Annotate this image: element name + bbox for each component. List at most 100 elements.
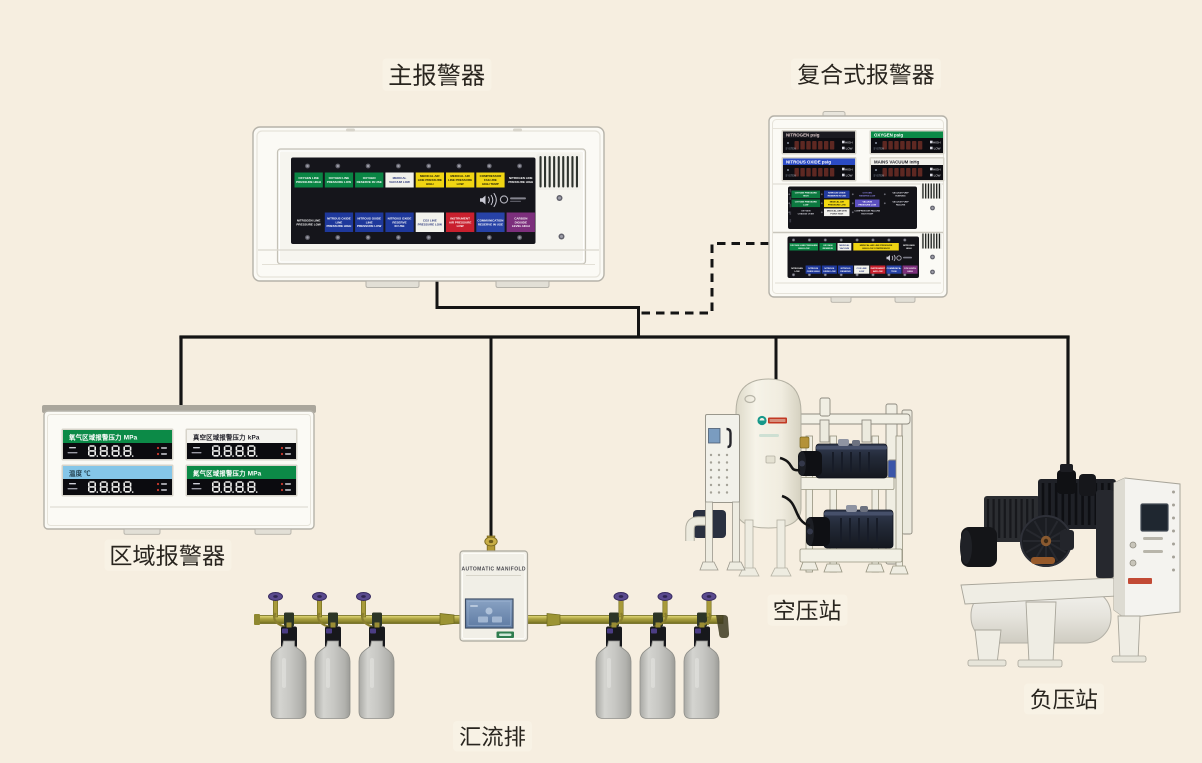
composite-b1-label: HIGH LOW COMPRESSOR [862,248,890,250]
pipe-elbow [686,517,708,541]
composite-meter-system: SYSTEM [874,174,885,178]
manifold-station [268,592,307,719]
composite-mid-label: PRESSURE LOW [858,205,877,207]
speaker-icon [480,192,497,208]
composite-mid-label: VACUUM PUMP [892,201,909,204]
vacuum-station [960,464,1181,668]
composite-b2-label: OXIDE LOW [823,271,836,273]
composite-mid-label: FAILURE [896,204,906,207]
composite-mid-label: VACUUM [862,201,872,204]
composite-mid-display [788,186,917,229]
cabinet-handle [726,427,732,449]
main-alarm-r1-label: OXYGEN [363,176,376,180]
composite-meter-high: HIGH [933,168,941,172]
main-alarm-r1-label: OXYGEN LINE [298,176,319,180]
compressor-cabinet [699,414,746,571]
composite-b2-label: OXIDE HIGH [807,271,820,273]
composite-meter-title: MAINS VACUUM inHg [874,160,920,165]
composite-meter-low: LOW [846,174,853,178]
main-alarm-r2-label: LINE [366,220,373,224]
main-alarm-r1-label: RESERVE IN USE [357,180,382,184]
main-alarm-r2-label: PRESSURE HIGH [326,224,351,228]
manifold-station [595,592,632,719]
label-area-alarm [111,544,225,566]
composite-meter-low: LOW [934,147,941,151]
hose-upper [779,456,801,472]
area-meter-0: 氧气区域报警压力 MPa [61,428,174,461]
composite-b1-label: HIGH LOW [798,248,810,250]
composite-b2-label: CO2 LEVEL [904,268,917,270]
manifold-station [312,592,351,719]
line-composite-alarm-dashed [641,242,769,315]
main-alarm-r2-label: NITROUS OXIDE [388,216,412,220]
label-main-alarm [389,63,485,86]
composite-mid-label: POINT HIGH [830,214,843,216]
main-alarm-r2-label: COMMUNICATION [477,218,503,222]
main-alarm-r1-label: PRESSURE HIGH [296,180,321,184]
composite-b1-label: OXYGEN [823,245,833,247]
composite-mid-label: HIGH [803,196,809,198]
gas-cylinder [683,640,720,719]
composite-mid-label: OXYGEN PRESSURE [795,202,818,204]
hose-lower [781,494,811,528]
composite-b2-label: HIGH [907,271,913,273]
composite-b1-label: HIGH [906,248,912,250]
composite-meter-title: OXYGEN psig [874,133,903,138]
main-alarm-r2-label: PRESSURE LOW [296,222,321,226]
main-alarm-r1-label: COMPRESSOR [480,174,503,178]
gas-cylinder [314,640,351,719]
composite-mid-grille [920,183,942,199]
manifold-station [683,592,720,719]
main-alarm-r2-label: DIOXIDE [515,220,527,224]
composite-mid-label: RESERVE LOW [859,196,876,198]
main-alarm-r1-label: PRESSURE LOW [327,180,352,184]
main-alarm-r1-label: HIGH TEMP [482,182,499,186]
manifold-station [639,592,676,719]
line-main-alarm-to-bus [435,281,640,337]
main-alarm-logo [499,195,526,204]
composite-meter-system: SYSTEM [786,147,797,151]
main-alarm-r1-label: NITROGEN LINE [509,176,533,180]
composite-b2-label: LOW [794,271,800,273]
gas-cylinder [639,640,676,719]
main-alarm-r2-label: PRESSURE LOW [357,224,382,228]
label-manifold [460,726,526,747]
manifold: AUTOMATIC MANIFOLD [254,535,730,719]
area-meter-header: 真空区域报警压力 kPa [193,432,260,441]
vacuum-pump-upper [798,439,888,479]
composite-meter-title: NITROGEN psig [786,133,820,138]
vacuum-cabinet-label [1128,578,1152,584]
composite-b2-label: NITROUS [841,268,851,270]
main-alarm-r1-label: PRESSURE HIGH [508,180,533,184]
composite-b2-label: RESERVE [840,271,851,273]
main-alarm-r1-label: MEDICAL AIR [420,174,440,178]
area-meter-header: 温度 ℃ [69,468,91,477]
composite-b2-label: NITROGEN [791,268,803,270]
composite-meter-system: SYSTEM [786,174,797,178]
main-alarm-r1-label: LOW [457,182,464,186]
composite-mid-label: OXYGEN [863,193,873,195]
manifold-valve [268,592,286,629]
manifold-controller-title: AUTOMATIC MANIFOLD [461,567,526,573]
composite-b2-label: AIR LOW [873,270,883,273]
main-alarm-r2-label: IN USE [394,224,404,228]
main-alarm-r1-label: HIGH [426,182,434,186]
area-alarm-panel: 氧气区域报警压力 MPa 真空区域报警压力 kPa 温度 ℃ 氮气区域报警压力 … [42,405,316,535]
main-alarm-r2-label: RESERVE [392,220,406,224]
label-composite-alarm [797,63,934,85]
composite-mid-label: NITROUS OXIDE [828,193,846,195]
main-alarm-r1-label: LINE PRESSURE [418,178,442,182]
composite-b2-label: NITROUS [824,268,834,270]
area-meter-header: 氮气区域报警压力 MPa [193,468,262,477]
composite-b2-label: LOW [859,271,865,273]
composite-mid-label: LOW [803,205,809,207]
compressor-tank [735,378,802,577]
main-alarm-r1-label: MEDICAL AIR [450,174,470,178]
